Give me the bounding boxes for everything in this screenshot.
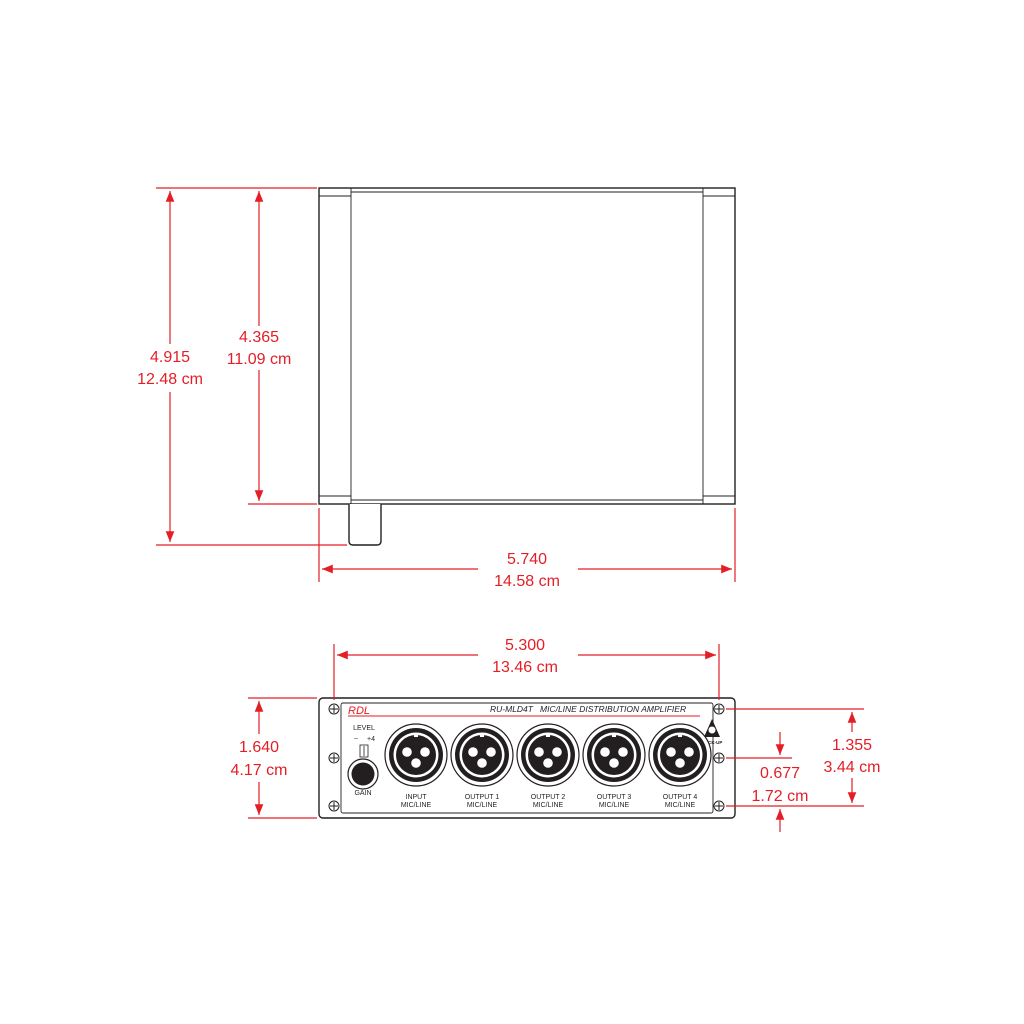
mount-offset-inches: 0.677 — [760, 765, 800, 782]
xlr-output-connector-1[interactable] — [450, 723, 514, 787]
mount-screw-bottom-left — [328, 800, 340, 812]
level-low-label: ~ — [354, 736, 358, 743]
mount-screw-mid-right — [713, 752, 725, 764]
height-inches: 1.640 — [239, 739, 279, 756]
connector-label: OUTPUT 2 — [531, 794, 566, 801]
brand-logo-text: RDL — [348, 705, 370, 717]
front-panel-inner — [340, 702, 714, 814]
connector-label: OUTPUT 1 — [465, 794, 500, 801]
body-depth-inches: 4.365 — [239, 329, 279, 346]
connector-label: OUTPUT 4 — [663, 794, 698, 801]
left-end-cap — [318, 187, 352, 505]
width-cm: 14.58 cm — [494, 573, 560, 590]
gain-knob-side — [348, 504, 382, 546]
connector-sublabel: MIC/LINE — [467, 802, 498, 809]
model-number: RU-MLD4T — [490, 704, 534, 714]
mount-height-inches: 1.355 — [832, 737, 872, 754]
connector-sublabel: MIC/LINE — [665, 802, 696, 809]
right-end-cap — [702, 187, 736, 505]
level-label: LEVEL — [353, 725, 375, 732]
level-high-label: +4 — [367, 736, 375, 743]
xlr-output-connector-4[interactable] — [648, 723, 712, 787]
gain-knob[interactable] — [347, 758, 379, 790]
mount-width-cm: 13.46 cm — [492, 659, 558, 676]
width-inches: 5.740 — [507, 551, 547, 568]
connector-sublabel: MIC/LINE — [599, 802, 630, 809]
body-depth-cm: 11.09 cm — [227, 351, 292, 368]
height-cm: 4.17 cm — [231, 762, 288, 779]
connector-sublabel: MIC/LINE — [533, 802, 564, 809]
mount-screw-mid-left — [328, 752, 340, 764]
xlr-output-connector-3[interactable] — [582, 723, 646, 787]
rack-up-label: RACK-UP — [702, 740, 723, 745]
mount-screw-top-right — [713, 703, 725, 715]
overall-depth-cm: 12.48 cm — [137, 371, 203, 388]
mount-screw-bottom-right — [713, 800, 725, 812]
connector-label: INPUT — [406, 794, 428, 801]
product-title: MIC/LINE DISTRIBUTION AMPLIFIER — [540, 704, 686, 714]
top-view-dimensions: 4.915 12.48 cm 4.365 11.09 cm 5.740 14.5… — [125, 187, 736, 590]
top-view-body — [318, 187, 736, 505]
top-view — [318, 187, 736, 546]
mount-offset-cm: 1.72 cm — [752, 788, 809, 805]
rack-up-badge-icon: RACK-UP — [702, 719, 723, 745]
mount-screw-top-left — [328, 703, 340, 715]
xlr-input-connector[interactable] — [384, 723, 448, 787]
mount-width-inches: 5.300 — [505, 637, 545, 654]
mount-height-cm: 3.44 cm — [824, 759, 881, 776]
overall-depth-inches: 4.915 — [150, 349, 190, 366]
connector-sublabel: MIC/LINE — [401, 802, 432, 809]
connector-label: OUTPUT 3 — [597, 794, 632, 801]
front-view: RDL RU-MLD4T MIC/LINE DISTRIBUTION AMPLI… — [318, 697, 736, 819]
xlr-output-connector-2[interactable] — [516, 723, 580, 787]
gain-label: GAIN — [354, 790, 371, 797]
front-view-dimensions: 5.300 13.46 cm 1.640 4.17 cm 1.355 3.44 … — [220, 633, 890, 832]
